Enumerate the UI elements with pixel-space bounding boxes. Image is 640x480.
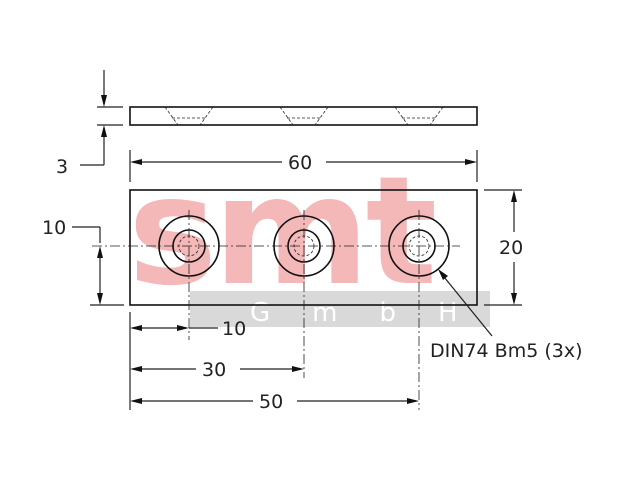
hole-offset-dimension: 10 — [42, 217, 124, 306]
hole-3 — [388, 210, 450, 410]
side-view-outline — [129, 106, 478, 126]
height-label: 20 — [499, 237, 523, 259]
watermark: smt GmbH — [128, 145, 500, 328]
hole-2 — [273, 210, 335, 378]
thickness-label: 3 — [56, 156, 68, 178]
front-view — [92, 189, 478, 410]
height-dimension: 20 — [484, 189, 523, 306]
hole-callout-label: DIN74 Bm5 (3x) — [430, 340, 583, 362]
hole-callout: DIN74 Bm5 (3x) — [430, 269, 583, 362]
length-dimension: 60 — [129, 150, 478, 182]
countersink-3 — [394, 106, 444, 126]
thickness-dimension: 3 — [56, 70, 123, 178]
hole3-x-dimension: 50 — [130, 391, 419, 413]
hole-offset-label: 10 — [42, 217, 66, 239]
plate-outline — [129, 189, 478, 306]
countersink-2 — [279, 106, 329, 126]
side-view — [129, 106, 478, 126]
length-label: 60 — [288, 152, 312, 174]
hole2-x-dimension: 30 — [130, 359, 304, 381]
hole-1 — [158, 210, 220, 340]
hole3-x-label: 50 — [259, 391, 283, 413]
watermark-suffix: GmbH — [250, 298, 500, 328]
hole2-x-label: 30 — [202, 359, 226, 381]
hole1-x-dimension: 10 — [129, 312, 246, 410]
countersink-1 — [164, 106, 214, 126]
hole1-x-label: 10 — [222, 318, 246, 340]
watermark-band — [190, 291, 490, 327]
